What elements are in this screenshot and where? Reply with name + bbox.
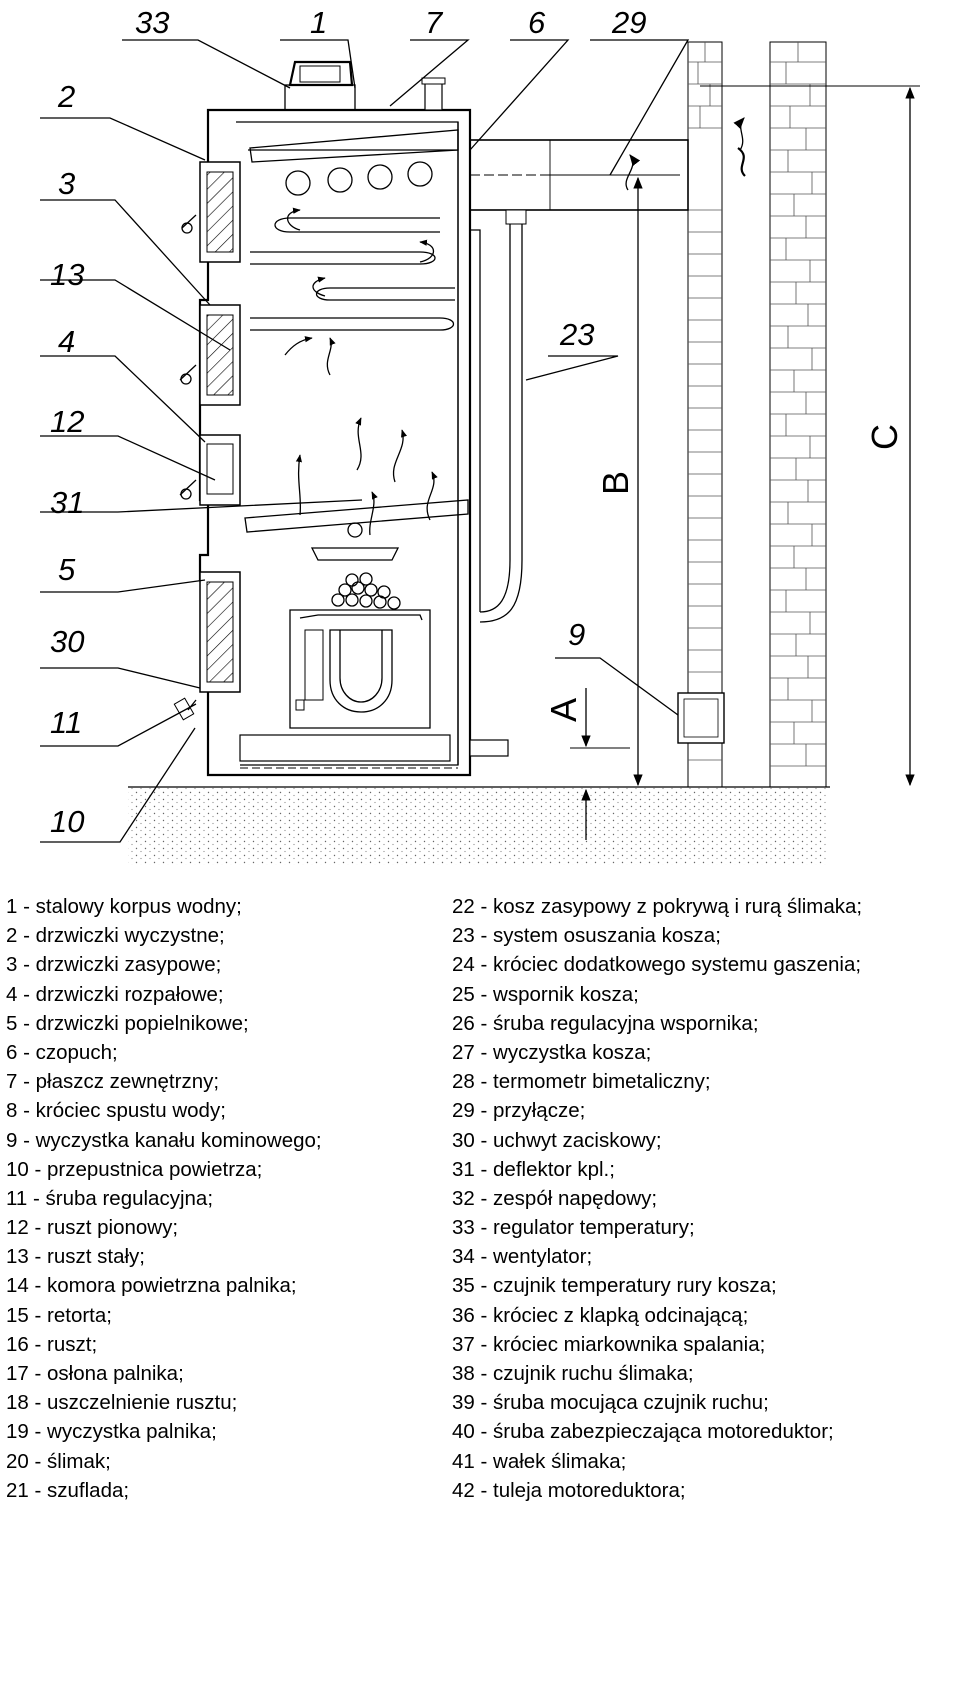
legend-item: 15 - retorta; xyxy=(6,1303,112,1327)
callout-29: 29 xyxy=(611,5,646,40)
legend-column-right: 22 - kosz zasypowy z pokrywą i rurą ślim… xyxy=(452,892,957,1505)
legend-column-left: 1 - stalowy korpus wodny; 2 - drzwiczki … xyxy=(6,892,446,1505)
callout-6: 6 xyxy=(528,5,546,40)
legend-item: 19 - wyczystka palnika; xyxy=(6,1420,217,1444)
legend-item: 9 - wyczystka kanału kominowego; xyxy=(6,1128,322,1152)
burner-fuel xyxy=(331,572,401,610)
legend-item: 4 - drzwiczki rozpałowe; xyxy=(6,982,224,1006)
legend-item: 16 - ruszt; xyxy=(6,1332,98,1356)
callout-9: 9 xyxy=(568,617,585,652)
legend-item: 22 - kosz zasypowy z pokrywą i rurą ślim… xyxy=(452,895,863,918)
floor xyxy=(128,786,830,865)
legend-item: 33 - regulator temperatury; xyxy=(452,1216,695,1240)
legend-item: 28 - termometr bimetaliczny; xyxy=(452,1070,711,1094)
legend-item: 41 - wałek ślimaka; xyxy=(452,1449,627,1473)
callout-13: 13 xyxy=(50,257,84,292)
callout-23: 23 xyxy=(559,317,594,352)
callout-4: 4 xyxy=(58,324,75,359)
legend-item: 11 - śruba regulacyjna; xyxy=(6,1186,214,1210)
doors xyxy=(173,161,241,721)
fuel-door xyxy=(179,304,241,406)
callout-1: 1 xyxy=(310,5,327,40)
legend-item: 31 - deflektor kpl.; xyxy=(452,1157,615,1181)
legend-item: 8 - króciec spustu wody; xyxy=(6,1099,226,1123)
callout-7: 7 xyxy=(425,5,444,40)
legend-item: 21 - szuflada; xyxy=(6,1478,130,1502)
callout-labels: 33 1 7 6 29 2 3 13 4 12 31 5 30 11 10 23… xyxy=(50,5,905,839)
legend-item: 25 - wspornik kosza; xyxy=(452,982,639,1006)
dimension-A: A xyxy=(543,698,584,722)
legend-item: 3 - drzwiczki zasypowe; xyxy=(6,953,222,977)
callout-11: 11 xyxy=(50,705,82,740)
callout-5: 5 xyxy=(58,552,76,587)
legend-item: 5 - drzwiczki popielnikowe; xyxy=(6,1011,249,1035)
legend-item: 12 - ruszt pionowy; xyxy=(6,1216,179,1240)
legend-item: 29 - przyłącze; xyxy=(452,1099,586,1123)
legend-item: 35 - czujnik temperatury rury kosza; xyxy=(452,1274,777,1298)
legend-item: 32 - zespół napędowy; xyxy=(452,1186,658,1210)
legend-item: 1 - stalowy korpus wodny; xyxy=(6,895,242,918)
legend-item: 30 - uchwyt zaciskowy; xyxy=(452,1128,662,1152)
ignition-door xyxy=(179,434,241,506)
legend-item: 42 - tuleja motoreduktora; xyxy=(452,1478,686,1502)
legend-item: 7 - płaszcz zewnętrzny; xyxy=(6,1070,220,1094)
callout-12: 12 xyxy=(50,404,84,439)
boiler-cross-section-drawing: 33 1 7 6 29 2 3 13 4 12 31 5 30 11 10 23… xyxy=(40,5,920,865)
boiler-body xyxy=(198,60,527,777)
legend-item: 34 - wentylator; xyxy=(452,1245,593,1269)
callout-31: 31 xyxy=(50,485,84,520)
dimension-C: C xyxy=(864,424,905,450)
legend-item: 37 - króciec miarkownika spalania; xyxy=(452,1332,766,1356)
legend-item: 2 - drzwiczki wyczystne; xyxy=(6,924,225,948)
ash-door xyxy=(173,571,241,721)
legend-item: 39 - śruba mocująca czujnik ruchu; xyxy=(452,1391,769,1415)
legend-item: 18 - uszczelnienie rusztu; xyxy=(6,1391,238,1415)
legend-item: 24 - króciec dodatkowego systemu gaszeni… xyxy=(452,953,862,977)
cleanout-door xyxy=(181,161,241,263)
legend-item: 26 - śruba regulacyjna wspornika; xyxy=(452,1011,759,1035)
legend-item: 36 - króciec z klapką odcinającą; xyxy=(452,1303,749,1327)
dimension-B: B xyxy=(595,471,636,495)
legend-item: 17 - osłona palnika; xyxy=(6,1362,184,1385)
leader-lines xyxy=(40,39,690,843)
legend-item: 40 - śruba zabezpieczająca motoreduktor; xyxy=(452,1420,834,1444)
chimney-wall xyxy=(677,41,827,788)
legend-item: 13 - ruszt stały; xyxy=(6,1245,145,1269)
legend-item: 6 - czopuch; xyxy=(6,1040,118,1064)
legend-item: 10 - przepustnica powietrza; xyxy=(6,1157,263,1181)
legend-item: 23 - system osuszania kosza; xyxy=(452,924,721,948)
legend-item: 38 - czujnik ruchu ślimaka; xyxy=(452,1362,694,1385)
callout-2: 2 xyxy=(57,79,75,114)
dimension-lines xyxy=(540,85,920,840)
callout-33: 33 xyxy=(135,5,169,40)
flue-pipe xyxy=(469,117,746,211)
callout-10: 10 xyxy=(50,804,84,839)
callout-30: 30 xyxy=(50,624,84,659)
legend-item: 27 - wyczystka kosza; xyxy=(452,1040,652,1064)
callout-3: 3 xyxy=(58,166,75,201)
legend-item: 20 - ślimak; xyxy=(6,1449,111,1473)
parts-legend: 1 - stalowy korpus wodny; 2 - drzwiczki … xyxy=(0,892,960,1512)
legend-item: 14 - komora powietrzna palnika; xyxy=(6,1274,297,1298)
